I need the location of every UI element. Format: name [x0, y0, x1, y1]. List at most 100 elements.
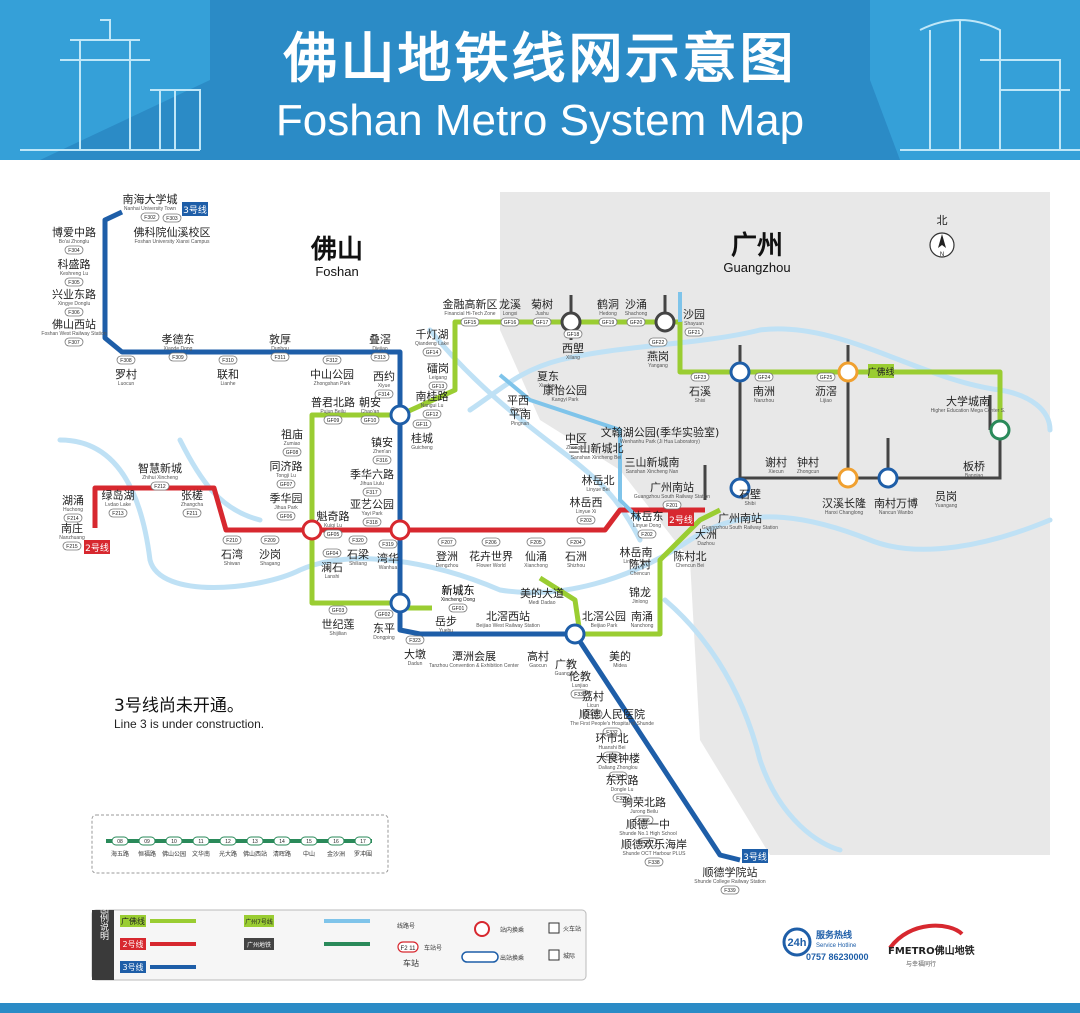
interchange-wanhua[interactable] — [389, 519, 411, 541]
interchange-guicheng[interactable] — [389, 404, 411, 426]
interchange-shibi[interactable] — [729, 477, 751, 499]
interchange-beijiao-park[interactable] — [564, 623, 586, 645]
interchange-kuiqi[interactable] — [301, 519, 323, 541]
interchange-shayuan[interactable] — [654, 311, 676, 333]
interchange-university-south[interactable] — [989, 419, 1011, 441]
interchange-dongping[interactable] — [389, 592, 411, 614]
station-64[interactable]: 文翰湖公园(季华实验室)Wenhanhu Park (Ji Hua Labora… — [601, 425, 720, 445]
interchange-nanzhou[interactable] — [729, 361, 751, 383]
interchange-hanxi[interactable] — [837, 467, 859, 489]
interchange-lijiao[interactable] — [837, 361, 859, 383]
